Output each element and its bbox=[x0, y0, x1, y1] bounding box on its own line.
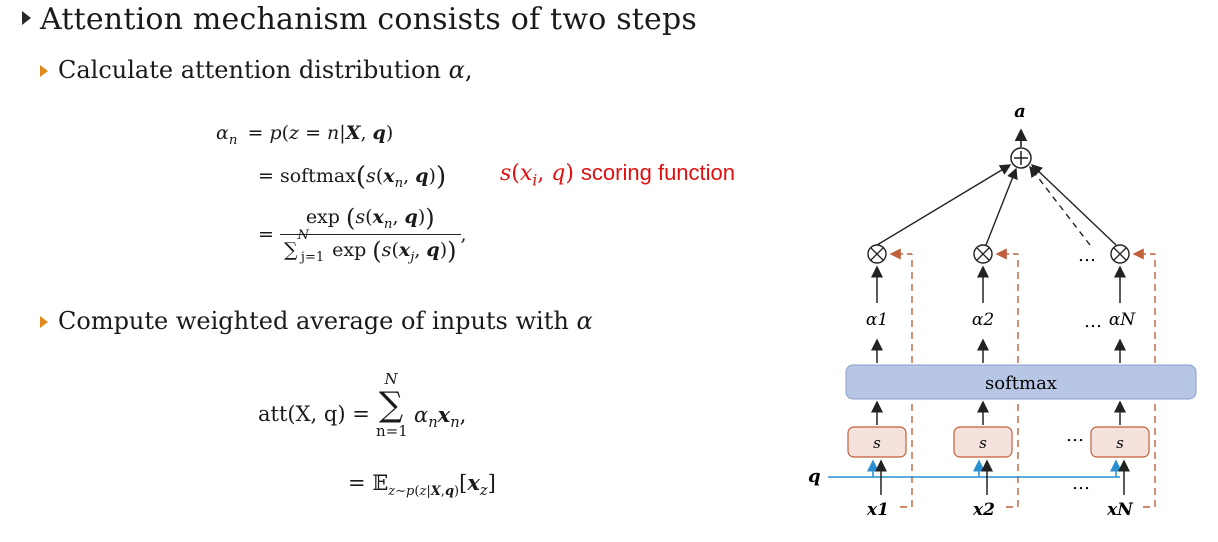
input-x1-label: x1 bbox=[866, 500, 889, 520]
dots-input: … bbox=[1072, 473, 1090, 494]
step-2-label: Compute weighted average of inputs with bbox=[58, 307, 569, 335]
multiply-node-1-icon bbox=[867, 244, 887, 264]
step-1-label: Calculate attention distribution bbox=[58, 56, 442, 84]
dashed-xN bbox=[1143, 254, 1156, 508]
multiply-node-2-icon bbox=[973, 244, 993, 264]
bullet-icon bbox=[22, 11, 31, 25]
dashed-x1 bbox=[900, 254, 913, 508]
softmax-label: softmax bbox=[985, 373, 1057, 394]
input-x2-label: x2 bbox=[972, 500, 995, 520]
score-box-2 bbox=[953, 426, 1013, 458]
step-1-text: Calculate attention distribution α, bbox=[58, 56, 473, 84]
arrow-dots-sum bbox=[1029, 165, 1091, 246]
score-label-2: s bbox=[979, 434, 987, 452]
softmax-box bbox=[845, 364, 1197, 400]
score-box-1 bbox=[847, 426, 907, 458]
score-label-1: s bbox=[873, 434, 881, 452]
alpha-2-label: α2 bbox=[972, 310, 994, 330]
eq2-line2: = 𝔼z∼p(z|X,q)[xz] bbox=[348, 470, 496, 500]
arrow-m2-sum bbox=[985, 167, 1018, 246]
alpha-N-label: αN bbox=[1109, 310, 1136, 330]
dots-alpha: … bbox=[1084, 311, 1102, 332]
alpha-1-label: α1 bbox=[866, 310, 888, 330]
dots-score: … bbox=[1066, 425, 1084, 446]
eq2-line1: att(X, q) = bbox=[258, 402, 370, 426]
multiply-node-N-icon bbox=[1110, 244, 1130, 264]
score-label-N: s bbox=[1116, 434, 1124, 452]
eq1-line1: αn = p(z = n|X, q) bbox=[216, 122, 394, 148]
input-xN-label: xN bbox=[1106, 500, 1134, 520]
scoring-function-annotation: s(xi, q) scoring function bbox=[500, 160, 736, 190]
dashed-x2 bbox=[1006, 254, 1019, 508]
bullet-icon bbox=[40, 65, 48, 77]
eq1-line2: = softmax(s(xn, q)) bbox=[258, 162, 447, 192]
eq2-summand: αnxn, bbox=[414, 402, 467, 432]
score-box-N bbox=[1090, 426, 1150, 458]
step-2-text: Compute weighted average of inputs with … bbox=[58, 307, 593, 335]
heading: Attention mechanism consists of two step… bbox=[40, 2, 697, 37]
query-q-label: q bbox=[808, 466, 821, 487]
output-a-label: a bbox=[1014, 101, 1026, 122]
attention-diagram: a … α1 α2 … αN sof bbox=[808, 101, 1197, 520]
equation-weighted-average: att(X, q) = N ∑ n=1 αnxn, = 𝔼z∼p(z|X,q)[… bbox=[258, 370, 618, 500]
arrow-m1-sum bbox=[876, 164, 1012, 246]
dots-mult: … bbox=[1078, 245, 1096, 266]
arrow-mN-sum bbox=[1030, 164, 1117, 246]
eq2-sum: N ∑ n=1 bbox=[376, 370, 408, 440]
bullet-icon bbox=[40, 316, 48, 328]
